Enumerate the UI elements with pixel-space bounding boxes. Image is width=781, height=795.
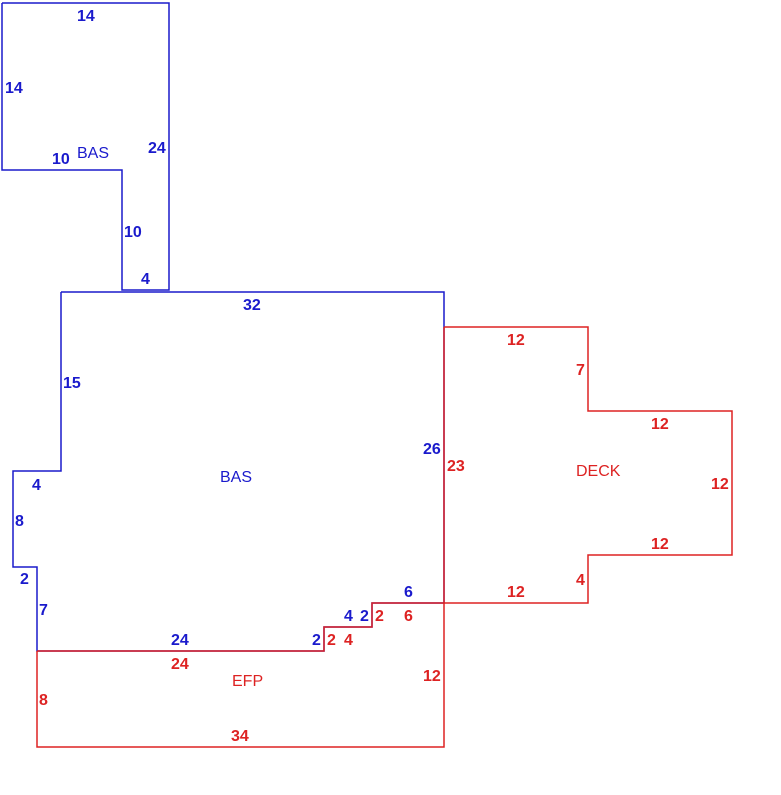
dim-bas-main-right: 26 (423, 441, 441, 458)
dim-bas-main-step-b: 4 (344, 608, 353, 625)
dim-bas-main-step-a: 2 (312, 632, 321, 649)
dim-efp-step-d: 6 (404, 608, 413, 625)
dim-bas-main-left-step2: 2 (20, 571, 29, 588)
dim-deck-middle-top: 12 (651, 416, 669, 433)
dim-bas-upper-right: 24 (148, 140, 166, 157)
deck-area-label: DECK (576, 463, 621, 480)
deck-outline (443, 326, 733, 604)
dim-deck-right-step1: 7 (576, 362, 585, 379)
bas-upper-area-label: BAS (77, 145, 109, 162)
dim-bas-main-left-upper: 15 (63, 375, 81, 392)
dim-deck-top: 12 (507, 332, 525, 349)
dim-efp-step-a: 2 (327, 632, 336, 649)
dim-efp-right: 12 (423, 668, 441, 685)
dim-bas-main-left-step1: 4 (32, 477, 41, 494)
dim-deck-middle-bottom: 12 (651, 536, 669, 553)
efp-outline (36, 602, 445, 748)
dim-bas-main-bottom: 24 (171, 632, 189, 649)
dim-efp-step-b: 4 (344, 632, 353, 649)
dim-bas-upper-step-horiz: 10 (52, 151, 70, 168)
dim-bas-main-top: 32 (243, 297, 261, 314)
dim-efp-step-c: 2 (375, 608, 384, 625)
dim-bas-upper-bottom: 4 (141, 271, 150, 288)
dim-deck-right-step2: 4 (576, 572, 585, 589)
dim-bas-main-left-low: 7 (39, 602, 48, 619)
dim-deck-left: 23 (447, 458, 465, 475)
dim-bas-upper-step-vert: 10 (124, 224, 142, 241)
bas-upper-outline (1, 2, 170, 291)
dim-bas-main-step-d: 6 (404, 584, 413, 601)
dim-bas-upper-top: 14 (77, 8, 95, 25)
dim-deck-right: 12 (711, 476, 729, 493)
dim-efp-left: 8 (39, 692, 48, 709)
efp-area-label: EFP (232, 673, 263, 690)
dim-efp-bottom: 34 (231, 728, 249, 745)
dim-bas-upper-left: 14 (5, 80, 23, 97)
bas-main-area-label: BAS (220, 469, 252, 486)
dim-bas-main-step-c: 2 (360, 608, 369, 625)
dim-deck-bottom: 12 (507, 584, 525, 601)
dim-bas-main-left-mid: 8 (15, 513, 24, 530)
dim-efp-top: 24 (171, 656, 189, 673)
